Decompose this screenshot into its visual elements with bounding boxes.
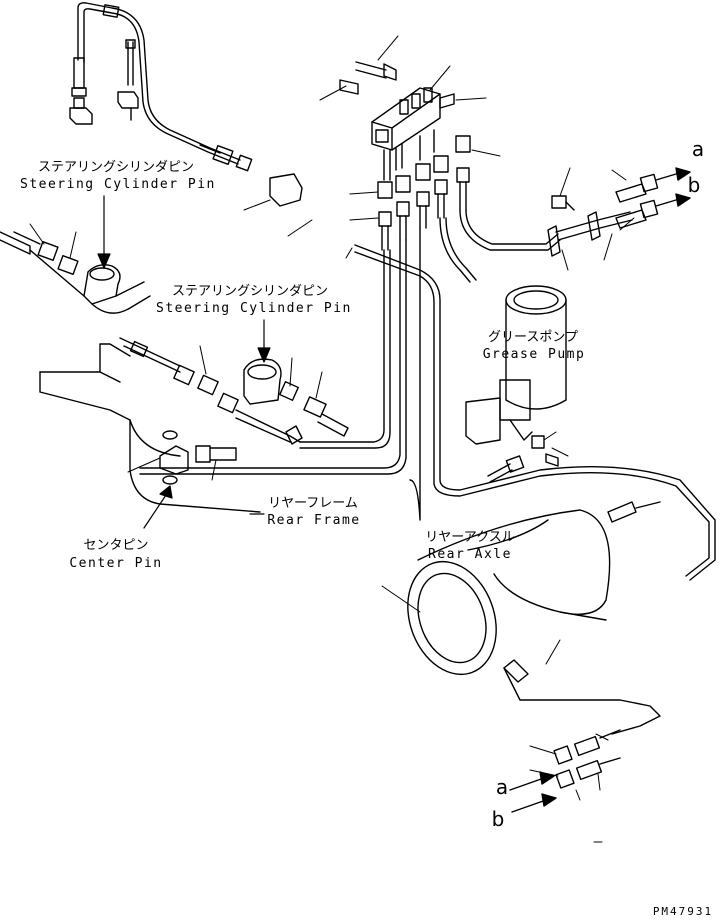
middle-fitting-row [119,337,303,445]
grease-pump-label-jp: グリースポンプ [488,330,578,345]
steering-cylinder-pin-center [243,358,349,437]
rear-frame-label-en: Rear Frame [267,513,361,528]
clamp-right [547,195,633,257]
connector-b-top: b [687,173,701,197]
fitting-top-left-1 [69,57,93,125]
rear-frame-label-jp: リヤーフレーム [268,496,358,511]
steering-pin-center-label-en: Steering Cylinder Pin [156,301,352,316]
connector-a-top: a [691,137,705,161]
hose-bundle [139,209,716,581]
rear-axle [407,501,661,735]
drawing-code: PM47931 [652,905,714,918]
fitting-b-top [615,193,691,229]
connector-a-bottom: a [495,775,509,799]
fitting-top-left-2 [117,39,139,121]
center-pin-label-jp: センタピン [83,538,149,553]
steering-cylinder-pin-left [0,231,151,314]
fitting-a-top [615,167,691,203]
distributor-outlets [377,129,471,251]
rear-frame-outline [39,343,261,513]
center-pin-label-en: Center Pin [69,556,163,571]
grease-pump [465,285,567,483]
steering-pin-center-label-jp: ステアリングシリンダピン [171,284,328,299]
fitting-b-bottom [511,757,621,813]
fitting-row-upper [199,144,303,207]
leader-lines [29,35,635,843]
top-left-hose [77,2,241,165]
steering-pin-left-label-jp: ステアリングシリンダピン [37,160,194,175]
connector-b-bottom: b [491,807,505,831]
fitting-a-bottom [509,729,621,791]
grease-pump-label-en: Grease Pump [482,347,586,362]
steering-pin-left-label-en: Steering Cylinder Pin [20,177,216,192]
center-pin-fitting [159,430,237,485]
label-pointers [97,195,271,529]
rear-axle-label-en: Rear Axle [428,547,512,562]
distributor-block [339,61,455,151]
rear-axle-label-jp: リヤーアクスル [425,530,515,545]
